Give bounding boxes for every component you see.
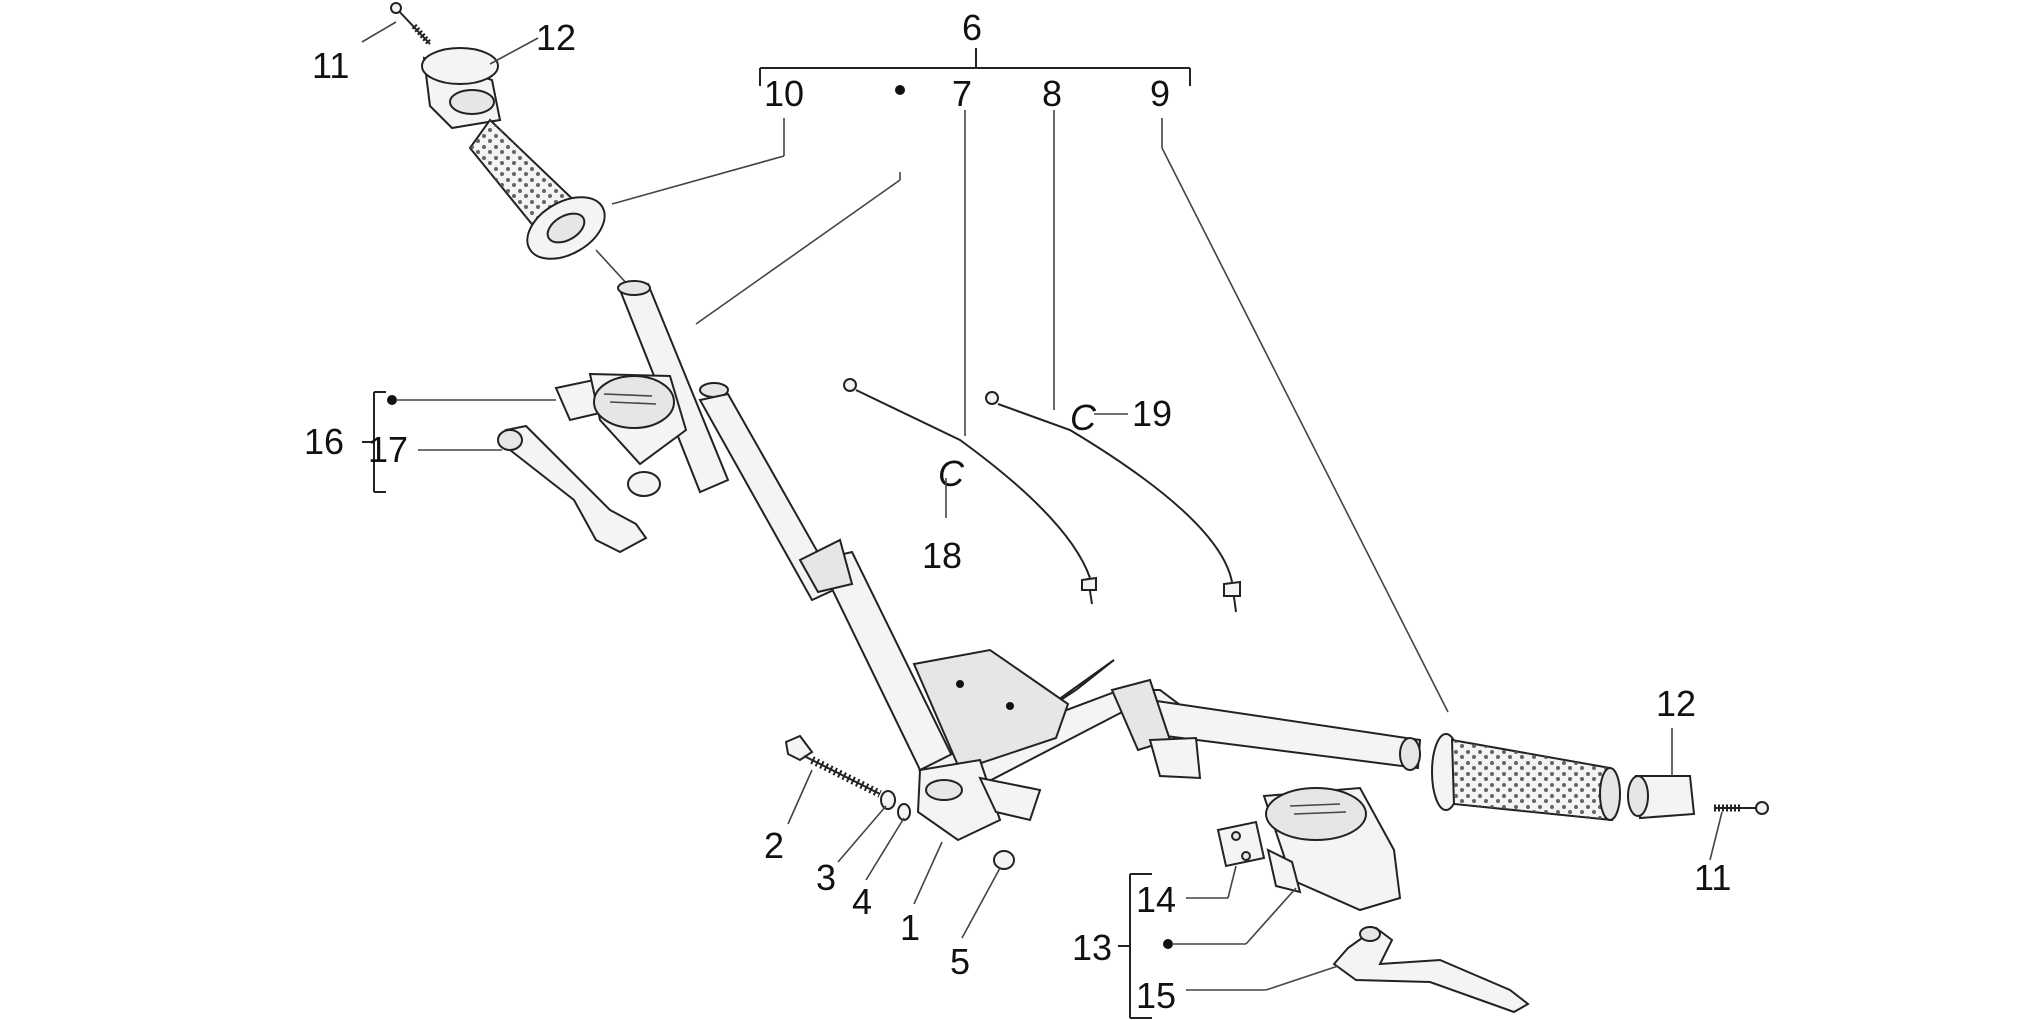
callout-7: 7 xyxy=(952,73,972,114)
bracket-16 xyxy=(362,391,386,493)
callout-12-right: 12 xyxy=(1656,683,1696,724)
right-master-cylinder xyxy=(1262,786,1402,912)
washer-4 xyxy=(897,803,911,821)
clip-18-glyph: C xyxy=(938,453,965,494)
callout-9: 9 xyxy=(1150,73,1170,114)
callout-8: 8 xyxy=(1042,73,1062,114)
callout-2: 2 xyxy=(764,825,784,866)
callout-15: 15 xyxy=(1136,975,1176,1016)
bracket-13 xyxy=(1118,873,1152,1019)
bar-end-weight-top-left xyxy=(421,47,502,130)
callout-4: 4 xyxy=(852,881,872,922)
callout-17: 17 xyxy=(368,429,408,470)
bracket-6 xyxy=(759,48,1191,86)
right-brake-lever xyxy=(1332,926,1530,1014)
nut-5 xyxy=(993,850,1015,870)
callout-6: 6 xyxy=(962,7,982,48)
callout-13: 13 xyxy=(1072,927,1112,968)
left-handlebar-grip xyxy=(468,118,641,299)
callout-18: 18 xyxy=(922,535,962,576)
callout-5: 5 xyxy=(950,941,970,982)
callout-12-top: 12 xyxy=(536,17,576,58)
callout-1: 1 xyxy=(900,907,920,948)
bolt-right xyxy=(1714,801,1769,815)
callout-19: 19 xyxy=(1132,393,1172,434)
clip-19-glyph: C xyxy=(1070,397,1097,438)
left-master-cylinder xyxy=(554,372,688,497)
bar-end-weight-right xyxy=(1627,775,1696,820)
right-handlebar-grip xyxy=(1431,733,1621,822)
callout-16: 16 xyxy=(304,421,344,462)
throttle-cable-8 xyxy=(985,391,1241,613)
callout-14: 14 xyxy=(1136,879,1176,920)
callout-3: 3 xyxy=(816,857,836,898)
long-bolt-2 xyxy=(784,734,882,798)
callout-11-top: 11 xyxy=(312,45,349,86)
throttle-cable-7 xyxy=(843,378,1097,605)
callout-10: 10 xyxy=(764,73,804,114)
clamp-14 xyxy=(1216,820,1266,868)
leader-lines xyxy=(361,21,1723,991)
handlebar-tube xyxy=(617,280,1422,842)
bolt-top-left xyxy=(390,2,433,46)
left-brake-lever xyxy=(497,424,648,554)
washer-3 xyxy=(880,790,896,810)
callout-11-right: 11 xyxy=(1694,857,1731,898)
